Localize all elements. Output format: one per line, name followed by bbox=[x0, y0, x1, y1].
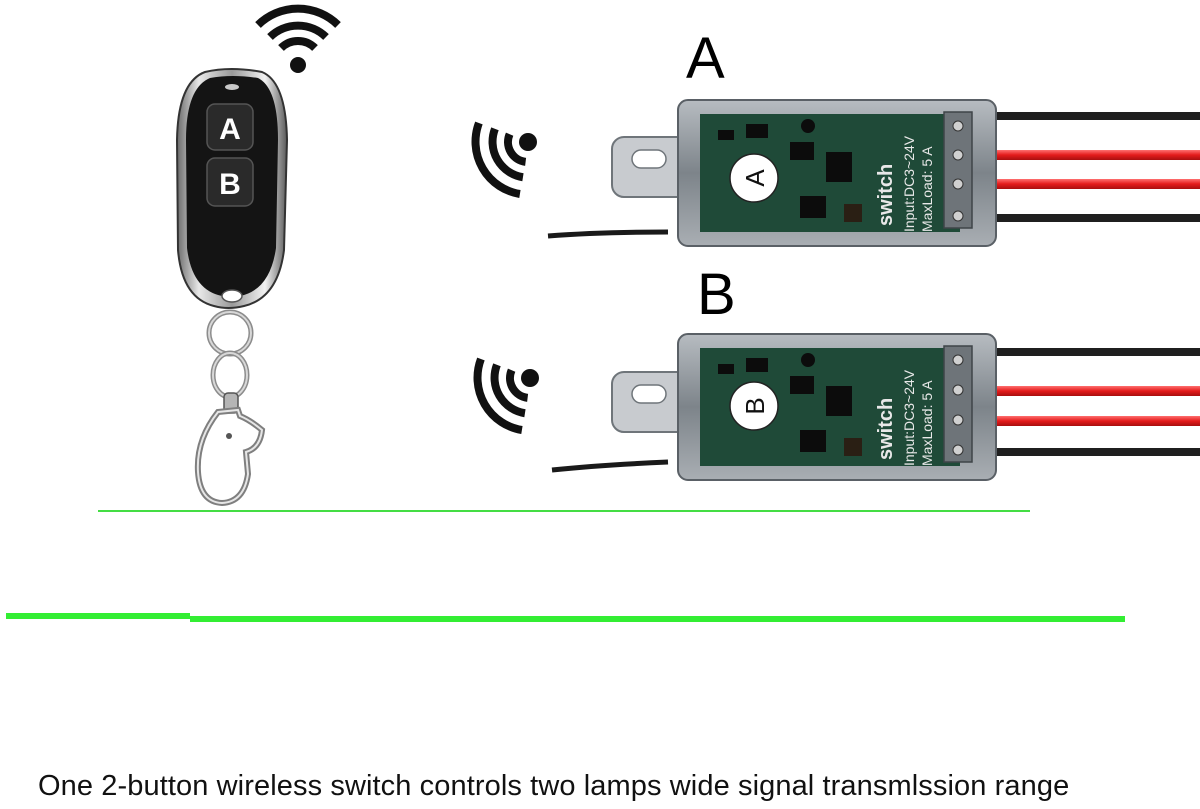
black-wire bbox=[985, 348, 1200, 356]
brand-label: switch bbox=[875, 164, 897, 226]
red-wire bbox=[960, 179, 1200, 189]
wifi-signal-icon bbox=[471, 121, 537, 198]
remote-button-b bbox=[206, 157, 254, 207]
black-wire bbox=[985, 448, 1200, 456]
module-badge-b bbox=[729, 381, 779, 431]
receiver-a-heading: A bbox=[686, 26, 725, 91]
module-badge-a bbox=[729, 153, 779, 203]
receiver-module-b: switch Input:DC3~24V MaxLoad: 5 A B bbox=[551, 333, 1200, 481]
red-wire bbox=[960, 416, 1200, 426]
receiver-b-heading: B bbox=[697, 262, 736, 327]
red-wire bbox=[960, 150, 1200, 160]
remote-button-b-label: B bbox=[219, 168, 241, 201]
remote-button-a bbox=[206, 103, 254, 151]
led-indicator bbox=[225, 84, 239, 90]
load-spec-label: MaxLoad: 5 A bbox=[919, 380, 935, 466]
input-spec-label: Input:DC3~24V bbox=[901, 135, 917, 232]
wifi-signal-icon bbox=[473, 357, 539, 434]
module-badge-b-label: B bbox=[740, 397, 770, 414]
module-badge-a-label: A bbox=[740, 169, 770, 187]
load-spec-label: MaxLoad: 5 A bbox=[919, 146, 935, 232]
wifi-signal-icon bbox=[255, 4, 341, 73]
input-spec-label: Input:DC3~24V bbox=[901, 369, 917, 466]
remote-button-a-label: A bbox=[219, 113, 241, 146]
black-wire bbox=[985, 214, 1200, 222]
brand-label: switch bbox=[875, 398, 897, 460]
red-wire bbox=[960, 386, 1200, 396]
caption: One 2-button wireless switch controls tw… bbox=[38, 770, 1070, 802]
black-wire bbox=[985, 112, 1200, 120]
remote-control: A B bbox=[175, 68, 289, 507]
receiver-module-a: switch Input:DC3~24V MaxLoad: 5 A A bbox=[547, 99, 1200, 247]
